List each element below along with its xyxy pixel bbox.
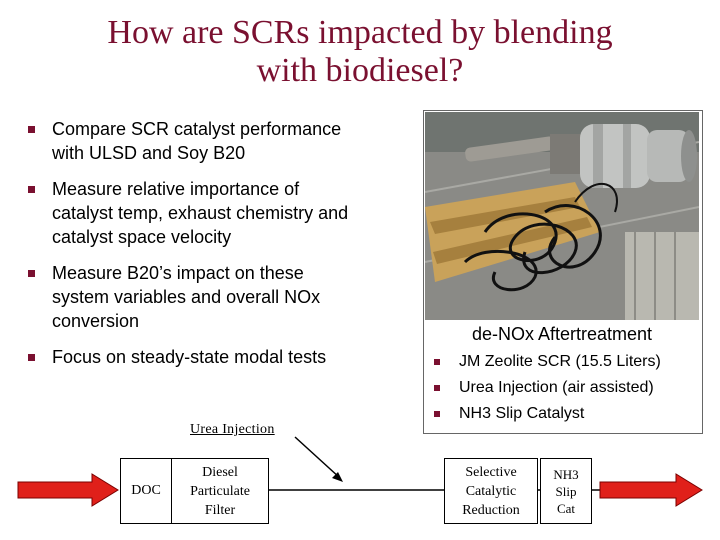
- urea-pointer-arrowhead: [332, 472, 343, 482]
- bullet-marker: [434, 359, 440, 365]
- bullet-text: Compare SCR catalyst performance: [52, 119, 342, 139]
- bullet-marker: [434, 385, 440, 391]
- aftertreatment-item: NH3 Slip Catalyst: [431, 401, 699, 427]
- bullet-text: Measure relative importance of: [52, 179, 300, 199]
- outlet-flow-arrow: [599, 473, 703, 507]
- title-line-1: How are SCRs impacted by blending: [107, 14, 613, 51]
- aftertreatment-item-text: NH3 Slip Catalyst: [459, 405, 585, 422]
- scr-label: Catalytic: [465, 483, 517, 499]
- bullet-marker: [28, 270, 35, 277]
- bullet-marker: [28, 186, 35, 193]
- nh3-label: Slip: [555, 483, 577, 499]
- bullet-item: Compare SCR catalyst performance with UL…: [24, 117, 394, 165]
- nh3-label: NH3: [553, 466, 579, 482]
- bullet-list: Compare SCR catalyst performance with UL…: [24, 117, 394, 381]
- bullet-text: system variables and overall NOx: [52, 287, 321, 307]
- aftertreatment-item: Urea Injection (air assisted): [431, 375, 699, 401]
- bullet-marker: [434, 411, 440, 417]
- title-line-2: with biodiesel?: [256, 52, 464, 89]
- inlet-flow-arrow: [17, 473, 119, 507]
- aftertreatment-item-text: JM Zeolite SCR (15.5 Liters): [459, 353, 661, 370]
- slide-title: How are SCRs impacted by blending with b…: [20, 14, 700, 90]
- aftertreatment-list: JM Zeolite SCR (15.5 Liters) Urea Inject…: [431, 349, 699, 427]
- aftertreatment-photo: [425, 112, 699, 320]
- bullet-text: catalyst space velocity: [52, 227, 232, 247]
- bullet-text: Focus on steady-state modal tests: [52, 347, 327, 367]
- scr-label: Reduction: [462, 502, 520, 518]
- bullet-text: conversion: [52, 311, 140, 331]
- bullet-marker: [28, 126, 35, 133]
- dpf-box: Diesel Particulate Filter: [171, 458, 269, 524]
- dpf-label: Particulate: [190, 483, 250, 499]
- nh3-label: Cat: [556, 500, 576, 516]
- bullet-text: with ULSD and Soy B20: [52, 143, 246, 163]
- urea-injection-label: Urea Injection: [190, 422, 275, 437]
- aftertreatment-heading: de-NOx Aftertreatment: [471, 324, 653, 344]
- bullet-item: Focus on steady-state modal tests: [24, 345, 394, 369]
- bullet-item: Measure B20’s impact on these system var…: [24, 261, 394, 333]
- scr-label: Selective: [465, 464, 517, 480]
- bullet-text: catalyst temp, exhaust chemistry and: [52, 203, 349, 223]
- aftertreatment-item: JM Zeolite SCR (15.5 Liters): [431, 349, 699, 375]
- dpf-label: Filter: [204, 502, 236, 518]
- photo-illustration: [425, 112, 699, 320]
- bullet-text: Measure B20’s impact on these: [52, 263, 304, 283]
- scr-box: Selective Catalytic Reduction: [444, 458, 538, 524]
- bullet-item: Measure relative importance of catalyst …: [24, 177, 394, 249]
- dpf-label: Diesel: [202, 464, 238, 480]
- urea-pointer-line: [294, 436, 341, 479]
- doc-box: DOC: [120, 458, 172, 524]
- bullet-marker: [28, 354, 35, 361]
- aftertreatment-item-text: Urea Injection (air assisted): [459, 379, 654, 396]
- nh3-slip-cat-box: NH3 Slip Cat: [540, 458, 592, 524]
- doc-label: DOC: [131, 483, 161, 498]
